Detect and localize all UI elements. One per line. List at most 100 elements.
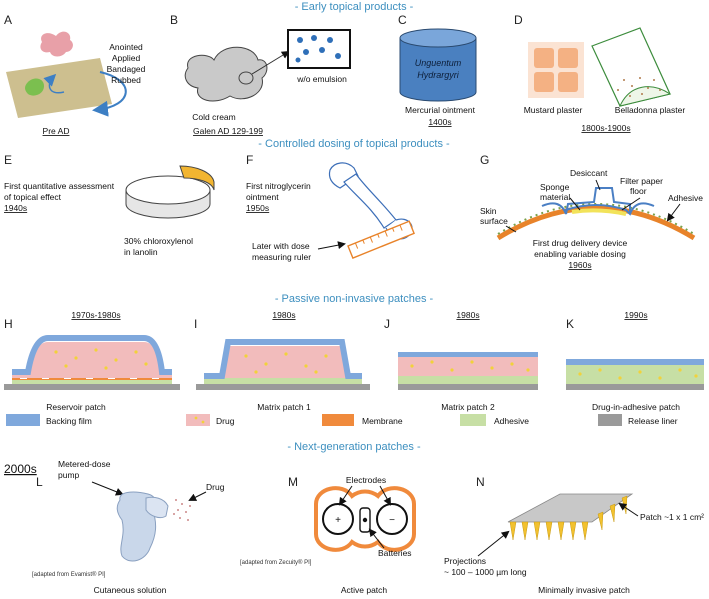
panel-letter-b: B (170, 13, 178, 27)
date-i: 1980s (272, 310, 295, 320)
date-h: 1970s-1980s (71, 310, 120, 320)
rub-arrow-icon (92, 71, 127, 117)
h-backing-film (12, 335, 172, 375)
g-adhesive: Adhesive (668, 193, 703, 203)
legend-drug-dot (194, 416, 198, 420)
m-credit: [adapted from Zecuity® PI] (240, 559, 312, 566)
magnify-circle-icon (238, 71, 254, 85)
panel-e: E First quantitative assessment of topic… (4, 153, 215, 257)
f-ruler-2: measuring ruler (252, 252, 311, 262)
panel-letter-g: G (480, 153, 489, 167)
jar-text-2: Hydrargyri (417, 70, 460, 80)
date-d: 1800s-1900s (581, 123, 630, 133)
label-b: Cold cream (192, 112, 235, 122)
date-k: 1990s (624, 310, 647, 320)
legend-label-drug: Drug (216, 416, 235, 426)
ointment-tin-lid-icon (125, 175, 211, 205)
legend-label-adhesive: Adhesive (494, 416, 529, 426)
l-pump-2: pump (58, 470, 80, 480)
peeled-corner-icon (619, 86, 672, 107)
g-sponge-2: material (540, 192, 570, 202)
label-m: Active patch (341, 585, 388, 595)
legend-label-membrane: Membrane (362, 416, 403, 426)
legend-swatch-backing-film (6, 414, 40, 426)
mustard-plaster-pads-icon (534, 48, 578, 92)
m-batteries: Batteries (378, 548, 412, 558)
era-2000s: 2000s (4, 462, 37, 476)
desiccant-chamber-icon (565, 187, 631, 215)
e-line-1: First quantitative assessment (4, 181, 115, 191)
m-electrodes: Electrodes (346, 475, 386, 485)
label-n: Minimally invasive patch (538, 585, 630, 595)
panel-g: G Desiccant Filter paper floor Sponge ma… (480, 153, 703, 270)
skin-pointer (505, 225, 517, 233)
legend-swatch-drug (186, 414, 210, 426)
label-d-belladonna: Belladonna plaster (615, 105, 686, 115)
jar-text-1: Unguentum (415, 58, 462, 68)
f-ruler-1: Later with dose (252, 241, 310, 251)
g-desc-2: enabling variable dosing (534, 249, 626, 259)
panel-m: M + − Electrodes Batteries [adapted from… (240, 475, 416, 595)
section-header-controlled: - Controlled dosing of topical products … (258, 138, 450, 150)
j-drug-dots (410, 360, 530, 372)
drug-pointer (188, 491, 207, 501)
panel-letter-l: L (36, 475, 43, 489)
panel-letter-e: E (4, 153, 12, 167)
electrode-minus-icon: − (389, 515, 395, 526)
g-desiccant: Desiccant (570, 168, 608, 178)
j-backing-film (398, 352, 538, 357)
k-drug-dots (578, 368, 698, 380)
k-backing-film (566, 359, 704, 365)
label-i: Matrix patch 1 (257, 402, 311, 412)
electrode-pointer-left (338, 485, 353, 506)
n-patch: Patch ~1 x 1 cm² (640, 512, 704, 522)
h-release-liner (4, 384, 180, 390)
section-header-passive: - Passive non-invasive patches - (275, 293, 434, 305)
legend-swatch-membrane (322, 414, 354, 426)
h-drug-dots (54, 348, 148, 370)
legend: Backing film Drug Membrane Adhesive Rele… (6, 414, 678, 426)
l-pump-1: Metered-dose (58, 459, 111, 469)
panel-h: H 1970s-1980s Reservoir patch (4, 310, 180, 412)
g-skin-1: Skin (480, 206, 497, 216)
inset-label-b: w/o emulsion (296, 74, 347, 84)
filter-pointer (621, 197, 641, 211)
g-filter-2: floor (630, 186, 647, 196)
k-drug-in-adhesive (566, 364, 704, 384)
j-adhesive (398, 376, 538, 384)
adhesive-pointer (666, 203, 681, 222)
h-drug-reservoir (12, 342, 172, 378)
section-header-early: - Early topical products - (295, 1, 414, 13)
legend-label-release-liner: Release liner (628, 416, 678, 426)
panel-k: K 1990s Drug-in-adhesive patch (566, 310, 704, 412)
date-g: 1960s (568, 260, 591, 270)
j-drug-matrix (398, 356, 538, 376)
panel-letter-i: I (194, 317, 197, 331)
date-f: 1950s (246, 203, 269, 213)
label-h: Reservoir patch (46, 402, 106, 412)
legend-label-backing-film: Backing film (46, 416, 92, 426)
cold-cream-blob-icon (184, 46, 268, 102)
emulsion-droplets-icon (295, 35, 341, 63)
panel-letter-d: D (514, 13, 523, 27)
patch-pointer (618, 502, 639, 517)
i-adhesive (204, 378, 362, 384)
legend-swatch-release-liner (598, 414, 622, 426)
e-line-2: of topical effect (4, 192, 62, 202)
date-c: 1400s (428, 117, 451, 127)
panel-letter-f: F (246, 153, 253, 167)
desiccant-pointer (595, 179, 601, 191)
i-backing-film (204, 339, 362, 379)
electrode-plus-icon: + (335, 515, 341, 526)
panel-l: 2000s L Metered-dose pump Drug [adapted … (4, 459, 225, 595)
i-drug-matrix (224, 346, 346, 378)
label-l: Cutaneous solution (94, 585, 167, 595)
panel-letter-a: A (4, 13, 12, 27)
dose-ruler-icon (347, 220, 415, 259)
panel-j: J 1980s Matrix patch 2 (384, 310, 538, 412)
i-release-liner (196, 384, 370, 390)
pump-pointer (91, 481, 124, 496)
g-sponge-1: Sponge (540, 182, 570, 192)
panel-i: I 1980s Matrix patch 1 (194, 310, 370, 412)
